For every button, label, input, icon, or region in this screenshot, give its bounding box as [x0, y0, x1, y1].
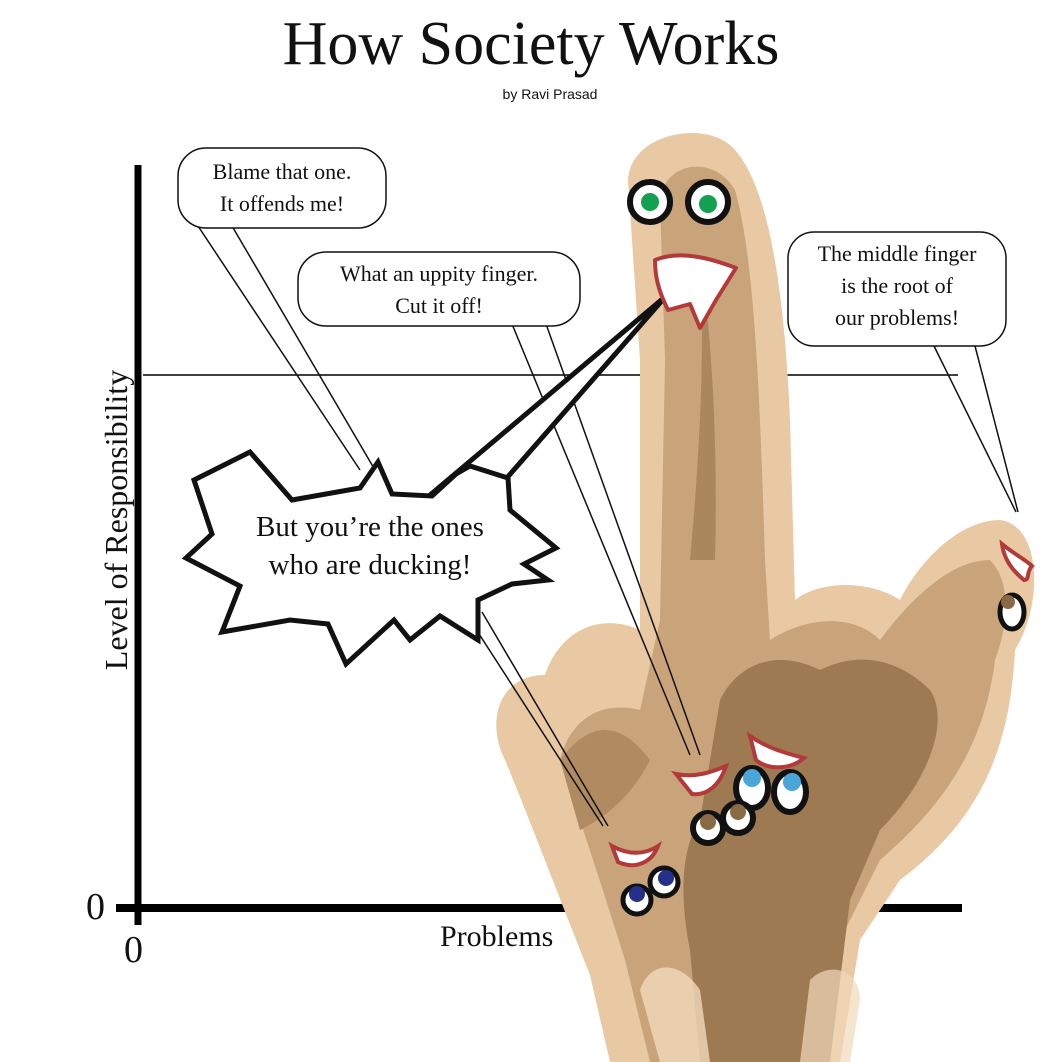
- x-axis-zero-label: 0: [124, 929, 143, 971]
- thumb-face: [608, 840, 681, 917]
- comic-title: How Society Works: [282, 10, 780, 78]
- y-axis-zero-label: 0: [86, 886, 105, 928]
- mouth-icon: [608, 840, 663, 868]
- ring-finger-face: [733, 731, 809, 815]
- index-finger-face: [670, 762, 756, 846]
- bubble-line: is the root of: [841, 273, 953, 298]
- speech-bubble-uppity: [297, 251, 581, 327]
- bubble-line: What an uppity finger.: [340, 261, 538, 286]
- bubble-line: who are ducking!: [268, 549, 472, 581]
- bubble-blame-text: Blame that one. It offends me!: [178, 156, 386, 220]
- shout-bubble: [181, 448, 561, 669]
- middle-finger-face: [627, 179, 738, 330]
- mouth-icon: [746, 731, 809, 770]
- comic-byline: by Ravi Prasad: [502, 86, 598, 102]
- speech-bubble-blame: [177, 147, 387, 229]
- mouth-icon: [670, 762, 730, 797]
- y-axis-label: Level of Responsibility: [98, 369, 134, 671]
- mouth-icon: [999, 539, 1035, 583]
- speech-bubble-middle: [787, 231, 1007, 347]
- bubble-line: The middle finger: [817, 241, 977, 266]
- x-axis-label: Problems: [440, 920, 554, 953]
- bubble-line: It offends me!: [219, 191, 345, 216]
- bubble-uppity-text: What an uppity finger. Cut it off!: [298, 258, 580, 322]
- bubble-line: Cut it off!: [395, 293, 483, 318]
- bubble-line: But you’re the ones: [256, 511, 484, 543]
- mouth-icon: [653, 253, 738, 330]
- bubble-pointers: [197, 225, 1019, 827]
- bubble-line: our problems!: [834, 305, 960, 330]
- hand-illustration: [496, 132, 1035, 1062]
- bubble-line: Blame that one.: [212, 159, 352, 184]
- shout-bubble-text: But you’re the ones who are ducking!: [210, 508, 530, 584]
- pinky-finger-face: [997, 539, 1035, 632]
- bubble-middle-text: The middle finger is the root of our pro…: [788, 238, 1006, 334]
